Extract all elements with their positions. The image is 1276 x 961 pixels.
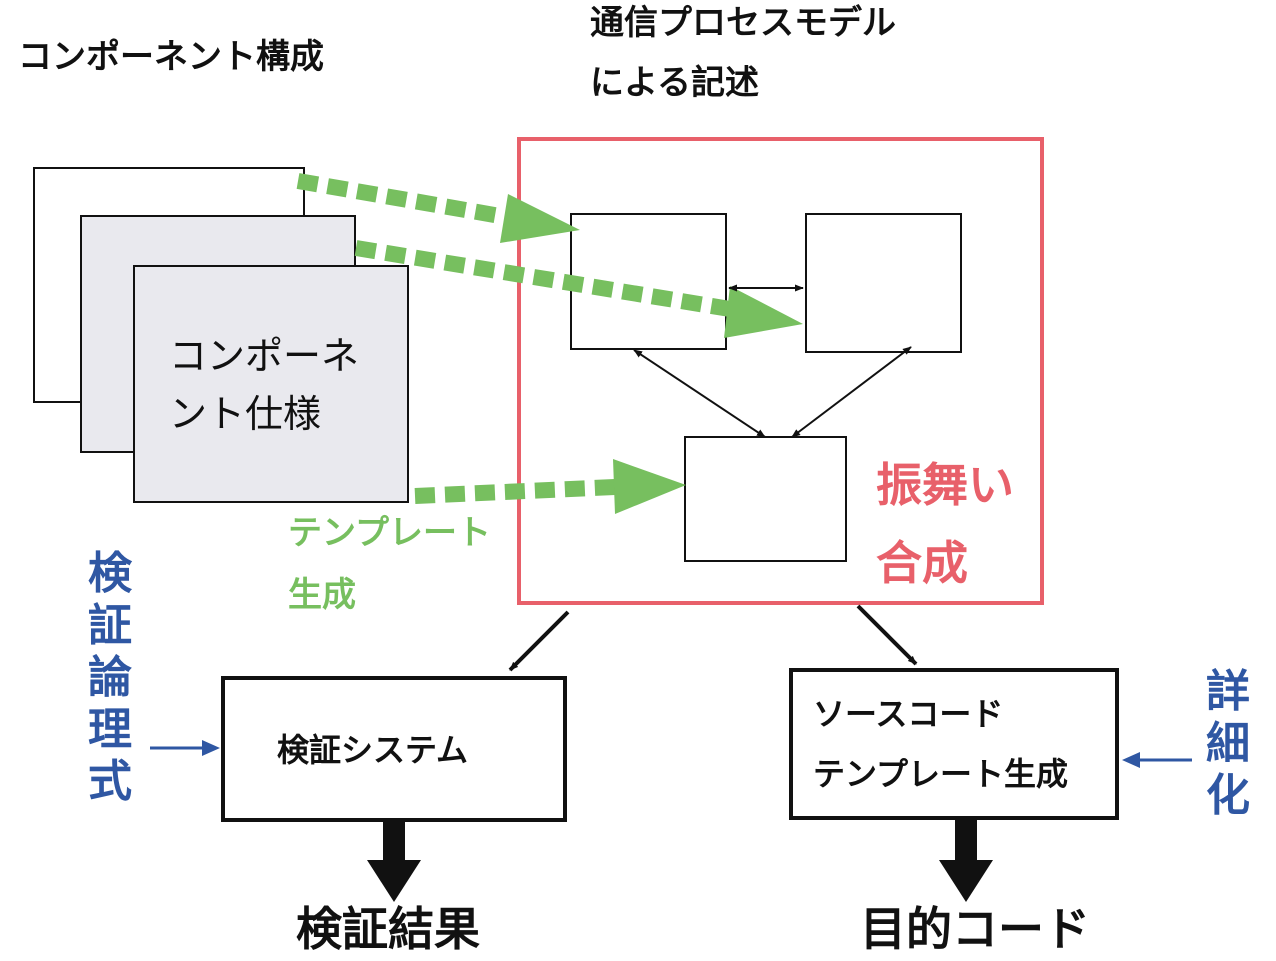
template-arrow-2-shaft (354, 240, 732, 317)
template-gen-line1: テンプレート (288, 513, 491, 553)
input-arrows (150, 740, 1192, 768)
verification-logic-char: 検 (88, 548, 132, 599)
source-template-line1: ソースコード (813, 695, 1004, 733)
template-arrows (296, 173, 803, 514)
process-box-top-right (805, 213, 962, 353)
component-spec-line1: コンポーネ (169, 334, 360, 378)
model-heading-line1: 通信プロセスモデル (590, 3, 896, 43)
source-template-line2: テンプレート生成 (813, 755, 1069, 793)
refinement-input-head (1122, 752, 1140, 768)
output-flows (508, 604, 918, 672)
result-arrows (367, 820, 993, 902)
flow-to-source-template (856, 604, 918, 666)
verification-logic-label: 検 証 論 理 式 (80, 548, 140, 808)
refinement-label: 詳 細 化 (1198, 666, 1258, 822)
template-arrow-2-head (724, 286, 803, 338)
flow-to-verification-system (508, 610, 570, 672)
verification-system-label: 検証システム (277, 731, 469, 769)
result-arrow-left-shaft (383, 822, 405, 864)
verification-logic-input-head (202, 740, 220, 756)
refinement-char: 細 (1206, 718, 1250, 769)
model-heading-line2: による記述 (590, 63, 759, 103)
refinement-char: 詳 (1206, 666, 1250, 717)
verification-result-label: 検証結果 (296, 902, 480, 956)
verification-logic-char: 理 (88, 704, 132, 755)
verification-logic-char: 式 (88, 756, 132, 807)
component-config-heading: コンポーネント構成 (18, 37, 324, 77)
result-arrow-left-head (367, 860, 421, 902)
verification-logic-char: 証 (88, 600, 132, 651)
behavior-synthesis-line2: 合成 (876, 536, 968, 590)
result-arrow-right-shaft (955, 820, 977, 864)
refinement-char: 化 (1206, 770, 1250, 821)
link-top-left-bottom (633, 349, 766, 438)
process-box-bottom (684, 436, 847, 562)
behavior-synthesis-line1: 振舞い (876, 458, 1014, 512)
verification-system-box: 検証システム (221, 676, 567, 822)
template-arrow-3-head (613, 459, 686, 514)
target-code-label: 目的コード (860, 902, 1090, 956)
verification-logic-char: 論 (88, 652, 132, 703)
template-arrow-3-shaft (414, 479, 616, 504)
template-arrow-1-head (500, 194, 580, 243)
template-gen-line2: 生成 (288, 575, 356, 615)
behavior-synthesis-frame (517, 137, 1044, 605)
source-template-box: ソースコード テンプレート生成 (789, 668, 1119, 820)
result-arrow-right-head (939, 860, 993, 902)
link-top-right-bottom (791, 346, 912, 438)
component-spec-line2: ント仕様 (169, 392, 322, 436)
template-arrow-1-shaft (296, 173, 514, 226)
spec-sheet-front: コンポーネ ント仕様 (133, 265, 409, 503)
process-links (633, 284, 912, 438)
process-box-top-left (570, 213, 727, 350)
